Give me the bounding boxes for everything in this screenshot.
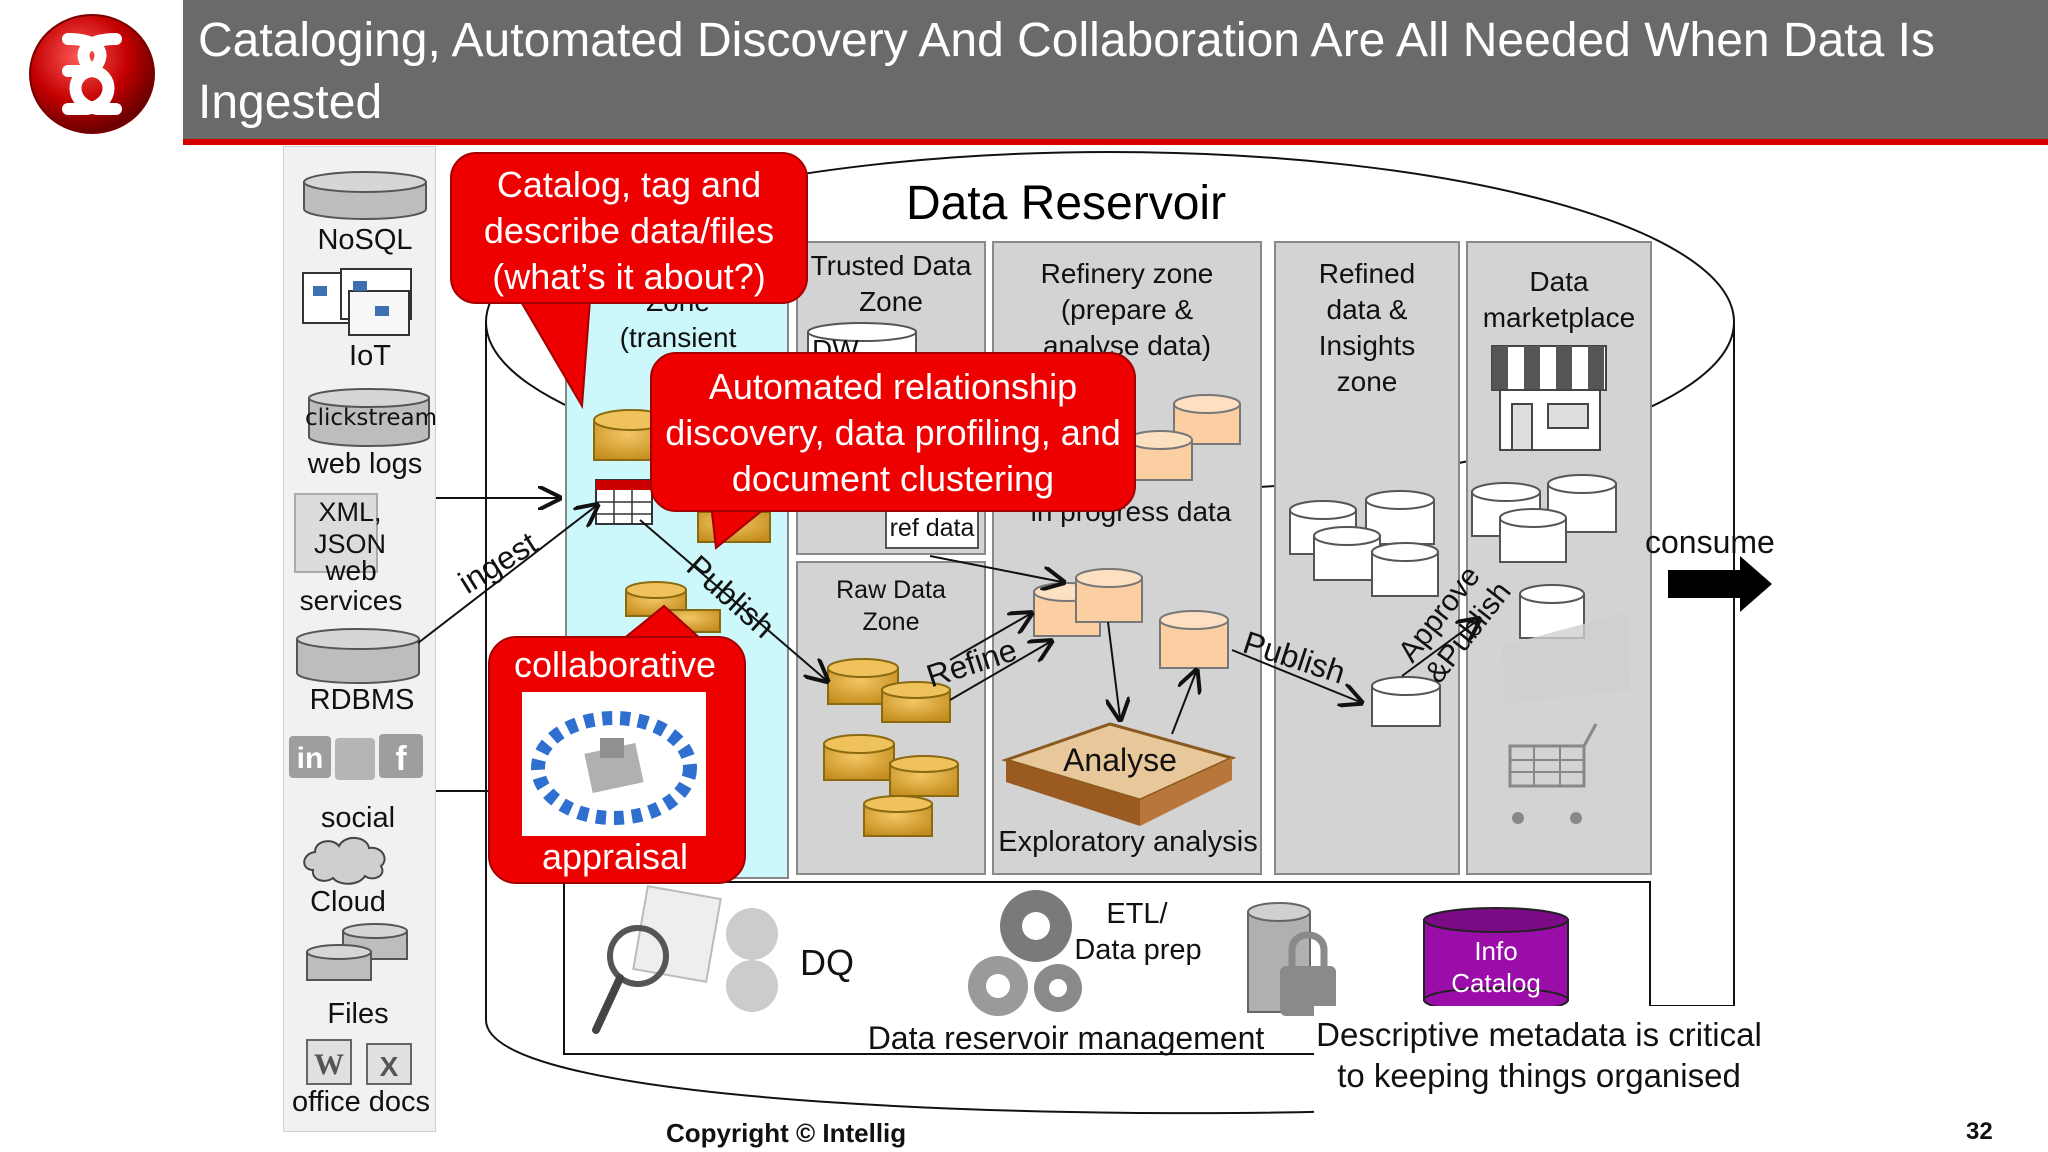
copyright-text: Copyright © Intellig — [666, 1118, 907, 1148]
company-logo — [29, 14, 155, 134]
refinery-zone-title-1: Refinery zone — [1040, 258, 1214, 289]
ref-data-label: ref data — [889, 514, 975, 542]
nosql-db-icon — [303, 171, 427, 220]
consume-arrow — [1668, 556, 1772, 612]
svg-text:in: in — [297, 742, 324, 775]
svg-text:f: f — [395, 740, 407, 778]
info-catalog-label-1: Info — [1474, 936, 1518, 966]
store-icon — [1491, 345, 1607, 451]
source-label-weblogs: web logs — [307, 448, 423, 480]
refinery-zone-title-2: (prepare & — [1060, 294, 1194, 325]
clickstream-db-icon — [308, 388, 430, 447]
page-number: 32 — [1966, 1118, 1993, 1145]
source-label-cloud: Cloud — [310, 886, 386, 918]
iot-icon — [302, 268, 412, 336]
files-icon — [306, 923, 408, 981]
automated-discovery-callout: Automated relationship discovery, data p… — [650, 352, 1136, 512]
source-label-files: Files — [327, 998, 389, 1030]
db-lock-icon — [1247, 902, 1336, 1016]
svg-text:W: W — [314, 1048, 344, 1081]
xml-json-icon — [294, 493, 378, 573]
source-label-web-services: web services — [299, 555, 403, 616]
magnifier-icon — [592, 885, 722, 1034]
office-docs-icon: W X — [306, 1039, 412, 1085]
team-puzzle-image — [522, 692, 706, 836]
refined-data-stores — [1289, 490, 1441, 727]
source-label-iot: IoT — [349, 340, 391, 372]
title-underline — [183, 139, 2048, 145]
svg-text:X: X — [380, 1051, 399, 1082]
appraisal-label: appraisal — [541, 836, 689, 877]
management-title: Data reservoir management — [867, 1020, 1265, 1056]
etl-label-2: Data prep — [1074, 934, 1202, 966]
thumbs-icon — [726, 908, 778, 1012]
metadata-note: Descriptive metadata is critical to keep… — [1314, 1006, 1764, 1136]
info-catalog-label-2: Catalog — [1451, 968, 1541, 998]
collaborative-label: collaborative — [513, 644, 717, 685]
cloud-icon — [303, 837, 386, 885]
social-icons: in f — [289, 734, 423, 780]
sandbox-icon — [1001, 722, 1237, 826]
shopping-cart-icon — [1508, 723, 1598, 824]
refined-zone-title: Refined data & Insights zone — [1318, 258, 1416, 397]
source-label-nosql: NoSQL — [317, 224, 413, 256]
source-label-clickstream: clickstream — [305, 405, 437, 431]
source-icons: in f W X — [289, 171, 430, 1085]
raw-zone-title: Raw Data Zone — [836, 576, 946, 636]
marketplace-data-stores — [1471, 474, 1617, 639]
marketplace-title: Data marketplace — [1482, 266, 1636, 333]
exploratory-analysis-label: Exploratory analysis — [998, 826, 1258, 858]
raw-data-stores — [823, 658, 959, 837]
trusted-zone-title: Trusted Data Zone — [810, 250, 972, 317]
landing-zone-fragment-transient: (transient — [619, 322, 737, 353]
reservoir-title: Data Reservoir — [905, 177, 1227, 230]
source-label-rdbms: RDBMS — [309, 684, 415, 716]
etl-label-1: ETL/ — [1106, 898, 1168, 930]
dq-label: DQ — [800, 942, 854, 983]
source-label-office-docs: office docs — [291, 1086, 431, 1118]
gears-icon — [968, 890, 1082, 1016]
rdbms-db-icon — [296, 628, 420, 684]
slide-title: Cataloging, Automated Discovery And Coll… — [198, 14, 1935, 129]
table-icon — [595, 479, 653, 525]
analyse-label: Analyse — [1063, 742, 1177, 778]
source-label-xml-json: XML, JSON — [313, 497, 386, 559]
title-bar — [183, 0, 2048, 139]
in-progress-data-stores — [1033, 394, 1241, 669]
box-icon — [1502, 612, 1630, 704]
catalog-callout: Catalog, tag and describe data/files (wh… — [450, 152, 808, 304]
source-label-social: social — [320, 802, 396, 834]
consume-label: consume — [1645, 524, 1775, 560]
